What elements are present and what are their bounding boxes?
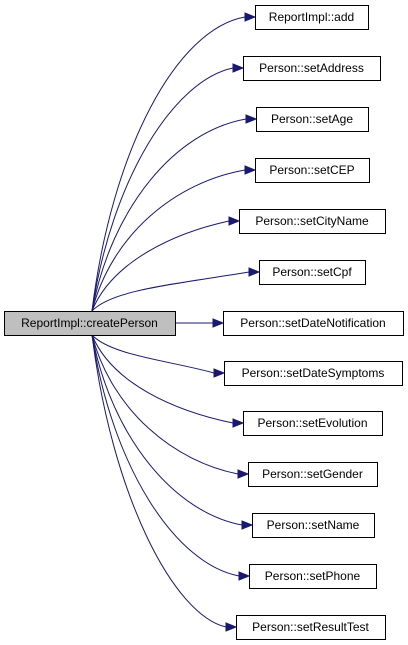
- call-edges: [91, 12, 261, 632]
- edge-to-person-setevolution: [91, 334, 234, 424]
- node-person-setcep-box: [255, 158, 370, 183]
- node-person-setresulttest-box: [236, 615, 386, 640]
- arrowhead-person-setcpf: [248, 267, 261, 277]
- edge-to-person-setcityname: [91, 220, 230, 312]
- node-person-setdatenotification-label: Person::setDateNotification: [240, 316, 385, 330]
- edge-to-person-setcpf: [91, 271, 250, 312]
- node-root[interactable]: ReportImpl::createPerson: [4, 311, 176, 336]
- arrowhead-person-setcityname: [228, 216, 241, 226]
- arrowhead-person-setcep: [244, 165, 257, 175]
- node-person-setdatesymptoms-box: [224, 361, 403, 386]
- arrowhead-person-setgender: [237, 469, 250, 479]
- node-reportimpl-add[interactable]: ReportImpl::add: [255, 5, 369, 30]
- edge-to-person-setcep: [91, 169, 246, 312]
- arrowhead-person-setaddress: [232, 63, 245, 73]
- node-root-label: ReportImpl::createPerson: [21, 316, 158, 330]
- arrowhead-person-setevolution: [232, 418, 245, 428]
- edge-to-person-setresulttest: [91, 334, 227, 628]
- node-person-setcpf-box: [259, 260, 366, 285]
- node-person-setresulttest-label: Person::setResultTest: [252, 620, 369, 634]
- node-person-setaddress-label: Person::setAddress: [259, 61, 364, 75]
- node-person-setgender[interactable]: Person::setGender: [248, 462, 378, 487]
- node-person-setgender-label: Person::setGender: [262, 467, 363, 481]
- arrowhead-person-setdatesymptoms: [213, 368, 226, 378]
- node-reportimpl-add-label: ReportImpl::add: [269, 10, 354, 24]
- arrowhead-person-setphone: [238, 571, 251, 581]
- node-person-setcpf-label: Person::setCpf: [272, 265, 352, 279]
- node-person-setcpf[interactable]: Person::setCpf: [259, 260, 366, 285]
- edge-to-person-setage: [91, 118, 247, 312]
- node-person-setaddress[interactable]: Person::setAddress: [243, 56, 381, 81]
- node-person-setcityname-box: [239, 209, 386, 234]
- node-person-setage[interactable]: Person::setAge: [256, 107, 369, 132]
- node-person-setdatenotification-box: [223, 311, 404, 336]
- node-person-setaddress-box: [243, 56, 381, 81]
- node-person-setevolution-label: Person::setEvolution: [257, 416, 367, 430]
- call-nodes: ReportImpl::createPerson ReportImpl::addP…: [4, 5, 404, 640]
- edge-to-person-setphone: [91, 334, 240, 577]
- arrowhead-person-setage: [245, 114, 258, 124]
- edge-to-reportimpl-add: [91, 16, 246, 312]
- edge-to-person-setname: [91, 334, 243, 526]
- node-person-setcep-label: Person::setCEP: [269, 163, 354, 177]
- edge-to-person-setaddress: [91, 67, 234, 312]
- arrowhead-person-setresulttest: [225, 622, 238, 632]
- node-person-setevolution[interactable]: Person::setEvolution: [243, 411, 383, 436]
- node-person-setcityname[interactable]: Person::setCityName: [239, 209, 386, 234]
- node-person-setevolution-box: [243, 411, 383, 436]
- node-person-setgender-box: [248, 462, 378, 487]
- node-person-setname[interactable]: Person::setName: [252, 513, 375, 538]
- node-person-setphone-label: Person::setPhone: [265, 569, 361, 583]
- node-person-setage-box: [256, 107, 369, 132]
- node-person-setphone-box: [249, 564, 377, 589]
- node-person-setcityname-label: Person::setCityName: [255, 214, 369, 228]
- arrowhead-person-setname: [241, 520, 254, 530]
- node-person-setcep[interactable]: Person::setCEP: [255, 158, 370, 183]
- node-person-setdatenotification[interactable]: Person::setDateNotification: [223, 311, 404, 336]
- node-root-box: [4, 311, 176, 336]
- edge-to-person-setdatesymptoms: [91, 334, 215, 374]
- node-person-setname-label: Person::setName: [267, 518, 360, 532]
- node-person-setage-label: Person::setAge: [271, 112, 353, 126]
- arrowhead-reportimpl-add: [244, 12, 257, 22]
- arrowhead-person-setdatenotification: [212, 318, 225, 328]
- node-reportimpl-add-box: [255, 5, 369, 30]
- node-person-setdatesymptoms[interactable]: Person::setDateSymptoms: [224, 361, 403, 386]
- node-person-setphone[interactable]: Person::setPhone: [249, 564, 377, 589]
- node-person-setname-box: [252, 513, 375, 538]
- node-person-setresulttest[interactable]: Person::setResultTest: [236, 615, 386, 640]
- node-person-setdatesymptoms-label: Person::setDateSymptoms: [242, 366, 385, 380]
- edge-to-person-setgender: [91, 334, 239, 475]
